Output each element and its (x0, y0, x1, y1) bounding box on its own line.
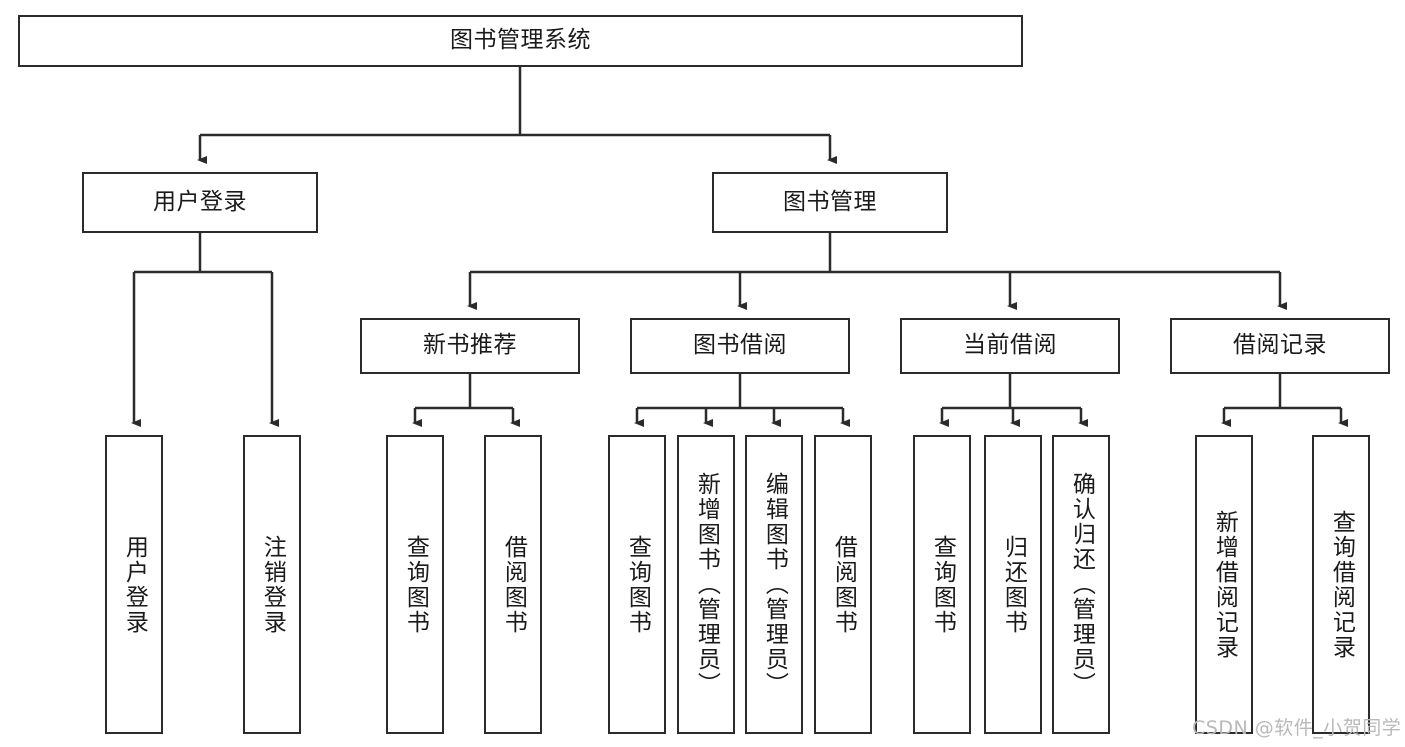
node-label: 用户登录 (153, 188, 247, 215)
node-label: 查询图书 (624, 534, 651, 635)
node-leaf-return-book[interactable]: 归还图书 (984, 435, 1042, 734)
node-label: 查询图书 (402, 534, 429, 635)
node-book-borrow[interactable]: 图书借阅 (630, 318, 850, 374)
watermark-text: CSDN @软件_小贺同学 (1192, 717, 1402, 739)
node-label: 查询图书 (929, 534, 956, 635)
node-label: 注销登录 (259, 534, 286, 635)
node-leaf-edit-book[interactable]: 编辑图书（管理员） (745, 435, 803, 734)
node-leaf-add-book[interactable]: 新增图书（管理员） (677, 435, 735, 734)
node-root-system[interactable]: 图书管理系统 (18, 15, 1023, 67)
node-leaf-logout[interactable]: 注销登录 (243, 435, 301, 734)
node-leaf-add-record[interactable]: 新增借阅记录 (1195, 435, 1253, 734)
node-leaf-borrow-book-bor[interactable]: 借阅图书 (814, 435, 872, 734)
node-leaf-query-record[interactable]: 查询借阅记录 (1312, 435, 1370, 734)
node-leaf-query-book-cur[interactable]: 查询图书 (913, 435, 971, 734)
node-label: 借阅图书 (830, 534, 857, 635)
node-leaf-query-book-rec[interactable]: 查询图书 (386, 435, 444, 734)
node-label: 图书借阅 (693, 332, 787, 359)
node-book-manage[interactable]: 图书管理 (712, 172, 948, 233)
node-leaf-borrow-book-rec[interactable]: 借阅图书 (484, 435, 542, 734)
node-leaf-user-login[interactable]: 用户登录 (105, 435, 163, 734)
node-label: 用户登录 (121, 534, 148, 635)
node-label: 新增借阅记录 (1211, 509, 1238, 660)
node-label: 查询借阅记录 (1328, 509, 1355, 660)
node-label: 当前借阅 (963, 332, 1057, 359)
node-label: 图书管理 (783, 188, 877, 215)
node-label: 图书管理系统 (450, 27, 591, 54)
node-label: 新增图书（管理员） (693, 472, 720, 697)
node-user-login[interactable]: 用户登录 (82, 172, 318, 233)
node-current-borrow[interactable]: 当前借阅 (900, 318, 1120, 374)
node-label: 借阅记录 (1233, 332, 1327, 359)
node-leaf-query-book-bor[interactable]: 查询图书 (608, 435, 666, 734)
node-borrow-record[interactable]: 借阅记录 (1170, 318, 1390, 374)
node-label: 新书推荐 (423, 332, 517, 359)
node-label: 编辑图书（管理员） (761, 472, 788, 697)
node-leaf-confirm-return[interactable]: 确认归还（管理员） (1052, 435, 1110, 734)
node-label: 借阅图书 (500, 534, 527, 635)
node-label: 归还图书 (1000, 534, 1027, 635)
node-new-book-recommend[interactable]: 新书推荐 (360, 318, 580, 374)
node-label: 确认归还（管理员） (1068, 472, 1095, 697)
